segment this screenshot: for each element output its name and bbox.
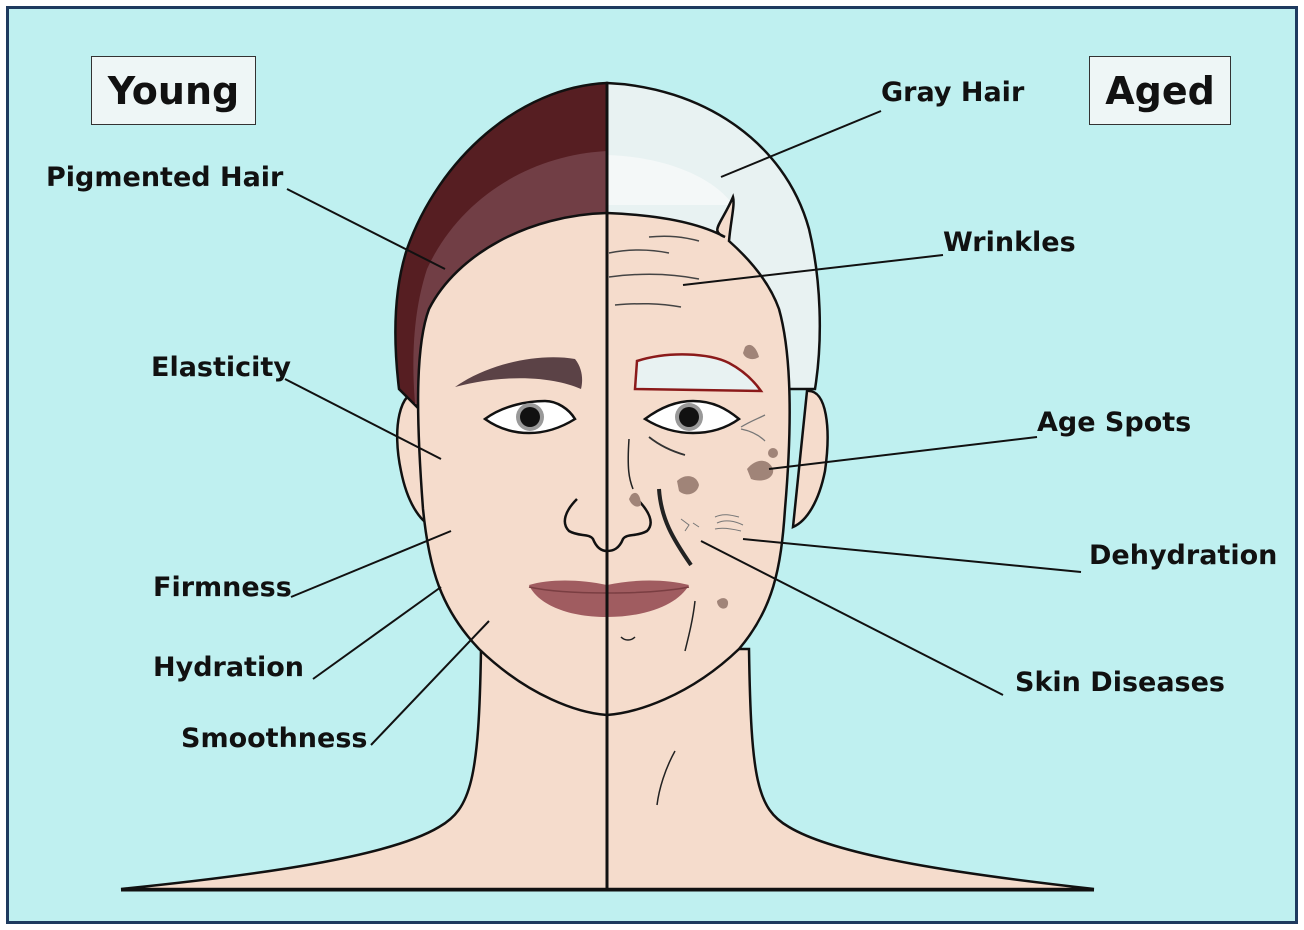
label-gray-hair: Gray Hair <box>881 79 1024 106</box>
label-dehydration: Dehydration <box>1089 542 1277 569</box>
aged-heading: Aged <box>1089 56 1231 125</box>
label-firmness: Firmness <box>153 574 292 601</box>
label-elasticity: Elasticity <box>151 354 291 381</box>
label-wrinkles: Wrinkles <box>943 229 1076 256</box>
right-ear <box>793 391 828 527</box>
young-heading: Young <box>91 56 256 125</box>
label-age-spots: Age Spots <box>1037 409 1191 436</box>
label-hydration: Hydration <box>153 654 304 681</box>
diagram-frame: Young Aged Pigmented Hair Elasticity Fir… <box>6 6 1298 924</box>
label-smoothness: Smoothness <box>181 725 367 752</box>
label-pigmented-hair: Pigmented Hair <box>46 164 283 191</box>
face-illustration <box>9 9 1298 924</box>
label-skin-diseases: Skin Diseases <box>1015 669 1225 696</box>
